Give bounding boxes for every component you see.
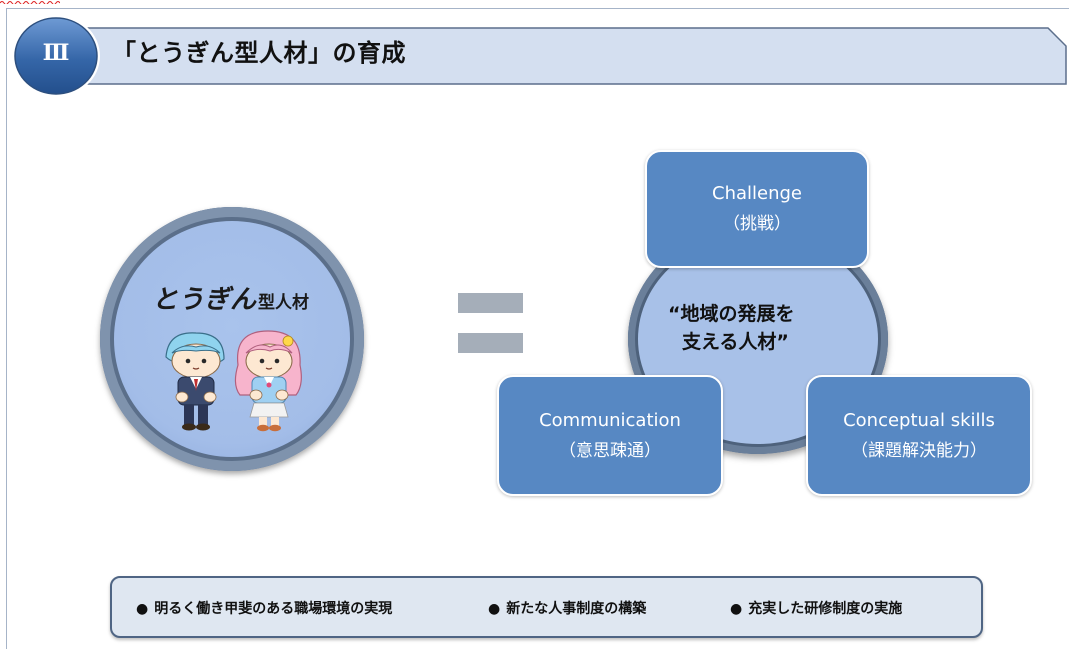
conceptual-skills-label: Conceptual skills <box>843 409 995 431</box>
challenge-label-jp: （挑戦） <box>723 214 791 234</box>
communication-label: Communication <box>539 409 681 431</box>
initiatives-bar: ● 明るく働き甲斐のある職場環境の実現 ● 新たな人事制度の構築 ● 充実した研修制度… <box>110 576 983 638</box>
brand-word: とうぎん <box>152 285 257 315</box>
brand-suffix: 型人材 <box>258 293 310 313</box>
core-value-line1: “地域の発展を <box>668 303 795 325</box>
conceptual-skills-label-jp: （課題解決能力） <box>851 440 987 461</box>
challenge-label: Challenge <box>712 183 802 204</box>
initiative-text: 充実した研修制度の実施 <box>748 601 903 617</box>
equals-sign-top-bar <box>458 293 523 313</box>
core-value-line2: 支える人材” <box>682 331 789 353</box>
mascot-boy <box>165 332 225 431</box>
talent-label: とうぎん型人材 <box>152 282 309 318</box>
challenge-box: Challenge （挑戦） <box>645 150 869 268</box>
bullet-icon: ● <box>488 601 501 617</box>
communication-box: Communication （意思疎通） <box>497 375 723 496</box>
spellcheck-underline <box>0 1 60 4</box>
mascot-characters-illustration <box>165 330 302 432</box>
communication-label-jp: （意思疎通） <box>559 440 661 461</box>
section-header: Ⅲ 「とうぎん型人材」の育成 <box>0 0 1071 110</box>
page-title: 「とうぎん型人材」の育成 <box>112 39 406 67</box>
core-value-text: “地域の発展を 支える人材” <box>660 300 860 356</box>
banner-shape <box>12 15 1067 97</box>
talent-circle <box>100 207 364 471</box>
section-number-badge: Ⅲ <box>42 40 70 66</box>
equals-sign-bottom-bar <box>458 333 523 353</box>
conceptual-skills-box: Conceptual skills （課題解決能力） <box>806 375 1032 496</box>
initiative-text: 明るく働き甲斐のある職場環境の実現 <box>154 601 393 617</box>
initiative-item: ● 新たな人事制度の構築 <box>488 600 646 618</box>
initiative-text: 新たな人事制度の構築 <box>506 601 647 617</box>
initiative-item: ● 明るく働き甲斐のある職場環境の実現 <box>136 600 392 618</box>
bullet-icon: ● <box>730 601 743 617</box>
bullet-icon: ● <box>136 601 149 617</box>
mascot-girl <box>234 330 302 432</box>
initiative-item: ● 充実した研修制度の実施 <box>730 600 902 618</box>
page-frame <box>6 8 1069 649</box>
